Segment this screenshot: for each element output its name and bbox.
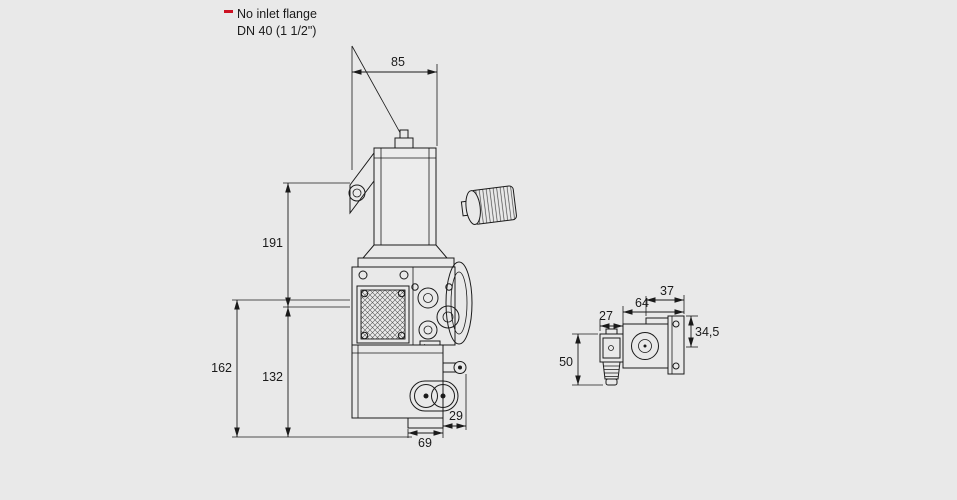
body-port-inner <box>638 339 652 353</box>
dim-upper-height-191: 191 <box>262 182 350 308</box>
mesh-screw-4 <box>397 331 406 340</box>
port-2-outer <box>436 305 460 329</box>
mounting-flange <box>667 315 685 375</box>
actuator-cylinder <box>357 147 455 268</box>
coil <box>599 328 624 363</box>
dim-64-label: 64 <box>635 296 649 310</box>
dim-coil-width-27: 27 <box>599 309 623 331</box>
port-screw-1 <box>411 283 419 291</box>
body-port-dot <box>643 344 647 348</box>
top-knob <box>394 129 414 149</box>
mesh-screw-1 <box>360 289 369 298</box>
dim-actuator-width-85: 85 <box>351 46 438 170</box>
cylinder-skirt <box>361 244 449 259</box>
outlet-flange-inner <box>450 271 468 335</box>
flange-screw-bottom <box>672 362 680 370</box>
bottom-block <box>351 344 459 429</box>
knob-cap <box>394 137 414 149</box>
mounting-foot <box>407 417 444 429</box>
mesh-screen <box>360 289 406 340</box>
gland-tip <box>605 378 618 386</box>
dim-191-label: 191 <box>262 236 283 250</box>
body-port-outer <box>631 332 659 360</box>
coil-inner-frame <box>602 337 621 359</box>
nipple-dot <box>458 365 462 370</box>
dim-34-5-label: 34,5 <box>695 325 719 339</box>
dim-132-label: 132 <box>262 370 283 384</box>
dim-flange-height-34-5: 34,5 <box>686 315 719 348</box>
knob-stem <box>399 129 409 139</box>
body-top-step <box>645 317 669 325</box>
port-3-outer <box>418 320 438 340</box>
port-boss <box>409 380 459 412</box>
bottom-port-2-dot <box>440 393 446 399</box>
dim-overall-height-162: 162 <box>211 299 350 437</box>
bracket-ring-outer <box>348 184 366 202</box>
body-screw-top-right <box>399 270 409 280</box>
variant-red-dash <box>224 10 233 13</box>
body-screw-top-left <box>358 270 368 280</box>
dim-50-label: 50 <box>559 355 573 369</box>
solenoid-drawing <box>599 315 685 386</box>
bottom-port-1-dot <box>423 393 429 399</box>
bottom-port-2 <box>431 384 455 408</box>
cylinder-contours <box>374 148 436 245</box>
port-3-inner <box>423 325 433 335</box>
coil-center-hole <box>608 345 614 351</box>
dim-body-height-132: 132 <box>232 307 412 438</box>
dim-29-label: 29 <box>449 409 463 423</box>
valve-drawing <box>348 129 517 429</box>
flange-screw-top <box>672 320 680 328</box>
mesh-screw-3 <box>360 331 369 340</box>
bracket-plate <box>349 151 375 215</box>
annotation-leader-line <box>351 45 404 139</box>
dim-coil-height-50: 50 <box>559 333 603 386</box>
annotation-note: No inlet flange DN 40 (1 1/2") <box>224 7 404 139</box>
cable-gland <box>602 361 621 386</box>
dim-69-label: 69 <box>418 436 432 450</box>
filter-mesh <box>356 285 410 344</box>
solenoid-bracket <box>348 151 375 215</box>
test-nipple <box>442 361 467 374</box>
knob-end-face <box>465 190 481 225</box>
dim-27-label: 27 <box>599 309 613 323</box>
bracket-ring-inner <box>352 188 362 198</box>
outlet-flange-outer <box>445 261 473 345</box>
port-1-inner <box>423 293 433 303</box>
cylinder-body <box>373 147 437 246</box>
annotation-line1: No inlet flange <box>237 7 317 21</box>
pressure-ports <box>411 283 460 340</box>
annotation-line2: DN 40 (1 1/2") <box>237 24 316 38</box>
port-screw-2 <box>445 283 453 291</box>
dim-top-width-37: 37 <box>645 284 685 316</box>
dim-foot-width-69: 69 <box>407 418 444 450</box>
dim-162-label: 162 <box>211 361 232 375</box>
dim-nipple-offset-29: 29 <box>443 374 467 430</box>
top-flange-plate <box>357 257 455 268</box>
solenoid-body <box>622 317 669 369</box>
port-2-inner <box>442 311 454 323</box>
mesh-screw-2 <box>397 289 406 298</box>
dim-85-label: 85 <box>391 55 405 69</box>
governor-contours <box>352 345 443 418</box>
coil-tab <box>605 328 618 335</box>
dim-37-label: 37 <box>660 284 674 298</box>
adjustment-knob <box>460 185 517 225</box>
port-1-outer <box>417 287 439 309</box>
gland-ribs <box>604 365 619 377</box>
bottom-port-1 <box>414 384 438 408</box>
dim-overall-width-64: 64 <box>622 296 684 332</box>
flange-plate <box>667 315 685 375</box>
